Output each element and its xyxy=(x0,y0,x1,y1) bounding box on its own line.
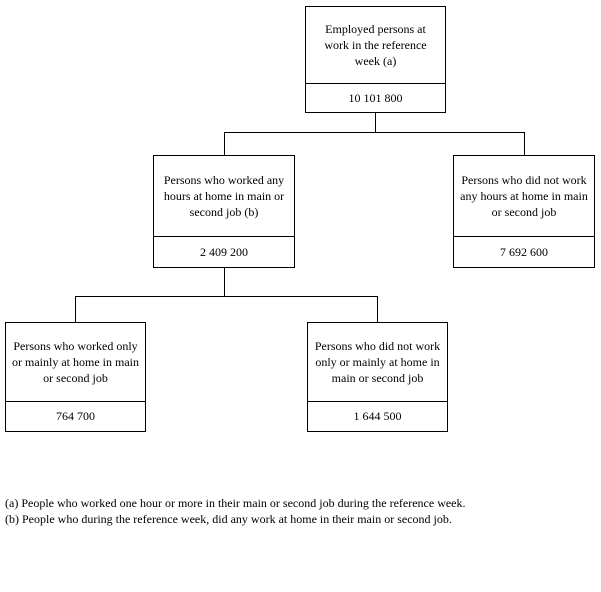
node-not-only-mainly-home-label: Persons who did not work only or mainly … xyxy=(314,339,441,385)
node-not-only-mainly-home: Persons who did not work only or mainly … xyxy=(307,322,448,432)
node-no-hours-home-value: 7 692 600 xyxy=(454,236,594,267)
node-not-only-mainly-home-value: 1 644 500 xyxy=(308,401,447,431)
node-employed-persons-label: Employed persons at work in the referenc… xyxy=(324,22,427,68)
connector-level2-hbar xyxy=(224,132,525,133)
node-employed-persons-value: 10 101 800 xyxy=(306,83,445,112)
connector-level2-right-in xyxy=(524,132,525,155)
connector-root-down xyxy=(375,113,376,132)
node-worked-any-hours-home-label: Persons who worked any hours at home in … xyxy=(163,173,285,219)
connector-level3-left-in xyxy=(75,296,76,322)
node-no-hours-home: Persons who did not work any hours at ho… xyxy=(453,155,595,268)
node-only-mainly-home-value: 764 700 xyxy=(6,401,145,431)
connector-level2-left-in xyxy=(224,132,225,155)
node-no-hours-home-label: Persons who did not work any hours at ho… xyxy=(460,173,588,219)
footnotes: (a) People who worked one hour or more i… xyxy=(5,495,565,527)
node-worked-any-hours-home: Persons who worked any hours at home in … xyxy=(153,155,295,268)
connector-level3-right-in xyxy=(377,296,378,322)
node-employed-persons: Employed persons at work in the referenc… xyxy=(305,6,446,113)
connector-level3-hbar xyxy=(75,296,378,297)
node-only-mainly-home: Persons who worked only or mainly at hom… xyxy=(5,322,146,432)
footnote-a: (a) People who worked one hour or more i… xyxy=(5,496,466,510)
node-only-mainly-home-label: Persons who worked only or mainly at hom… xyxy=(12,339,139,385)
connector-worked-home-down xyxy=(224,268,225,296)
footnote-b: (b) People who during the reference week… xyxy=(5,512,452,526)
node-worked-any-hours-home-value: 2 409 200 xyxy=(154,236,294,267)
